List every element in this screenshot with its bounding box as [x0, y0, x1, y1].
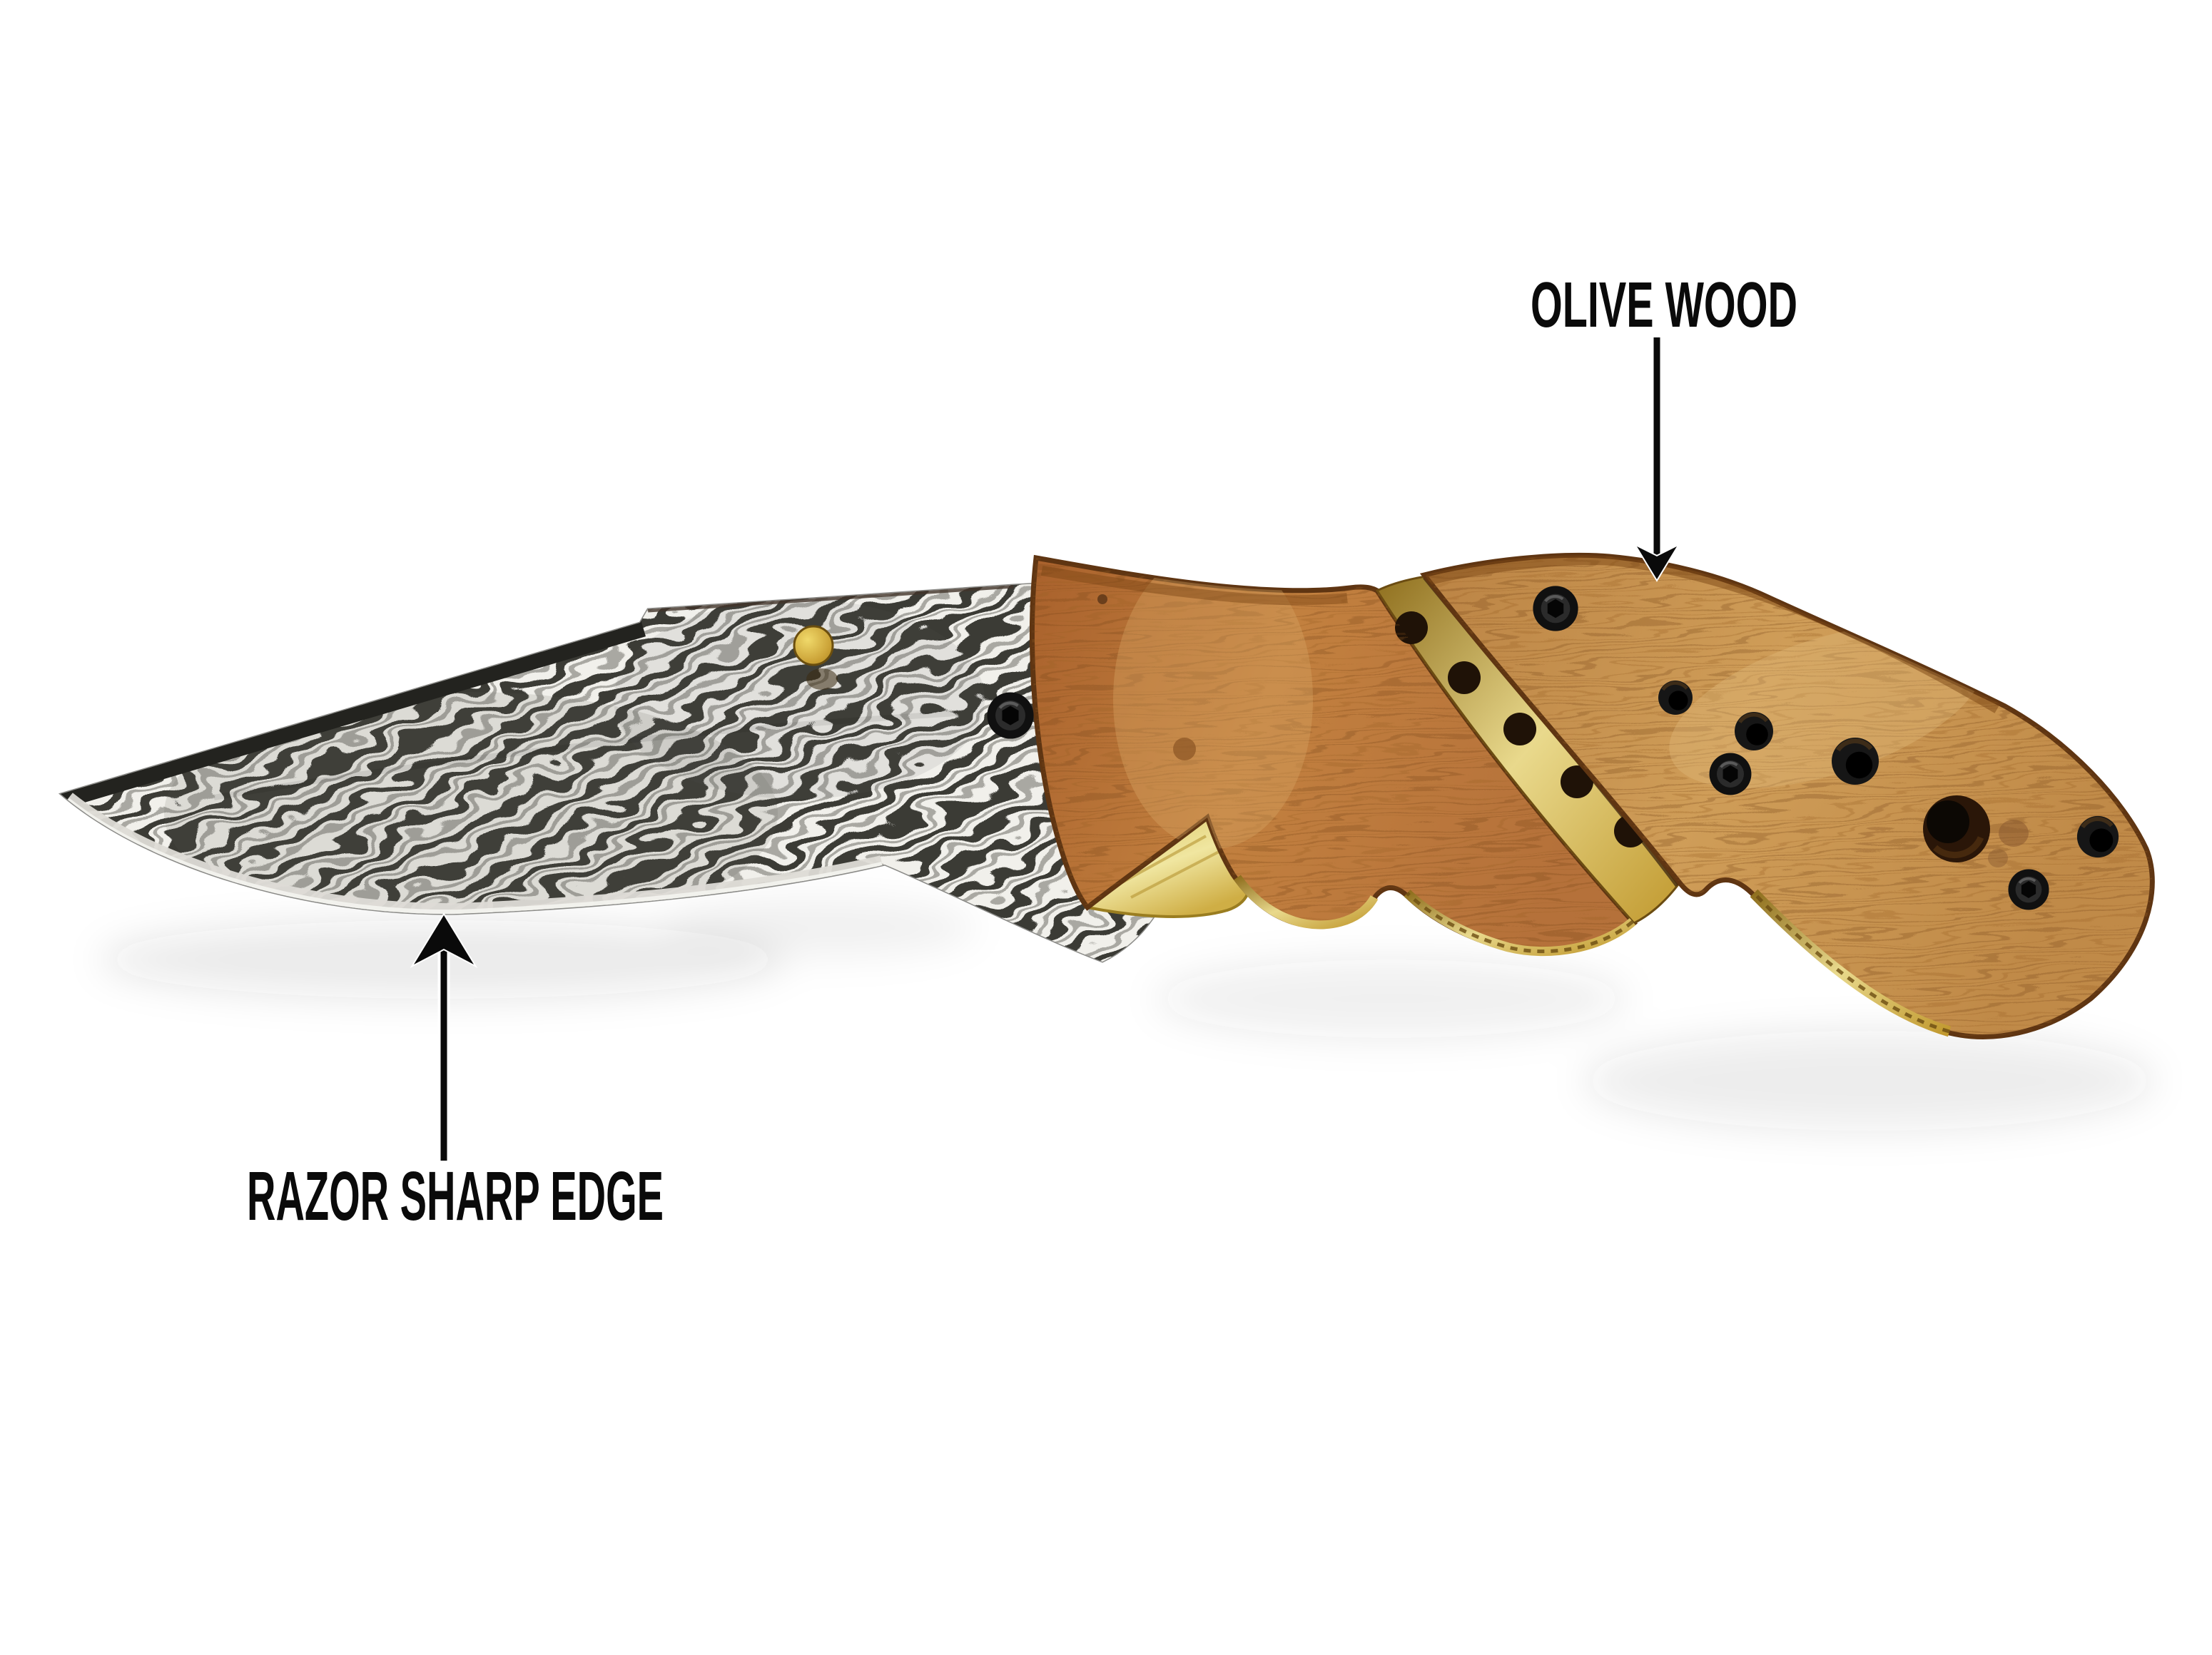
shadow-layer — [100, 899, 2155, 1131]
brass-liner — [1234, 875, 1952, 1037]
thumb-stud — [793, 625, 834, 666]
down-arrow-icon — [1633, 337, 1681, 582]
spacer-band-holes — [1395, 611, 1647, 847]
up-arrow-icon — [410, 912, 478, 1161]
annotation-razor-sharp-edge: RAZOR SHARP EDGE — [247, 912, 664, 1235]
rear-scale-hole-4 — [2077, 816, 2119, 857]
rear-scale-hole-1 — [1658, 681, 1693, 715]
rear-scale-screw-mid — [1708, 751, 1753, 797]
rear-scale-hole-2 — [1735, 712, 1773, 750]
handle-hardware — [987, 586, 2119, 912]
razor-sharp-edge-label: RAZOR SHARP EDGE — [247, 1157, 664, 1235]
front-scale-screw — [987, 692, 1033, 738]
rear-scale-screw-bottom — [2006, 867, 2051, 912]
rear-scale-screw-top — [1533, 586, 1578, 631]
olive-wood-label: OLIVE WOOD — [1531, 270, 1797, 341]
annotation-olive-wood: OLIVE WOOD — [1531, 270, 1797, 582]
lanyard-hole — [1923, 795, 1990, 862]
thumb-stud-shadow — [806, 668, 838, 690]
grind-line — [213, 711, 957, 800]
rear-scale-hole-3 — [1832, 738, 1879, 785]
